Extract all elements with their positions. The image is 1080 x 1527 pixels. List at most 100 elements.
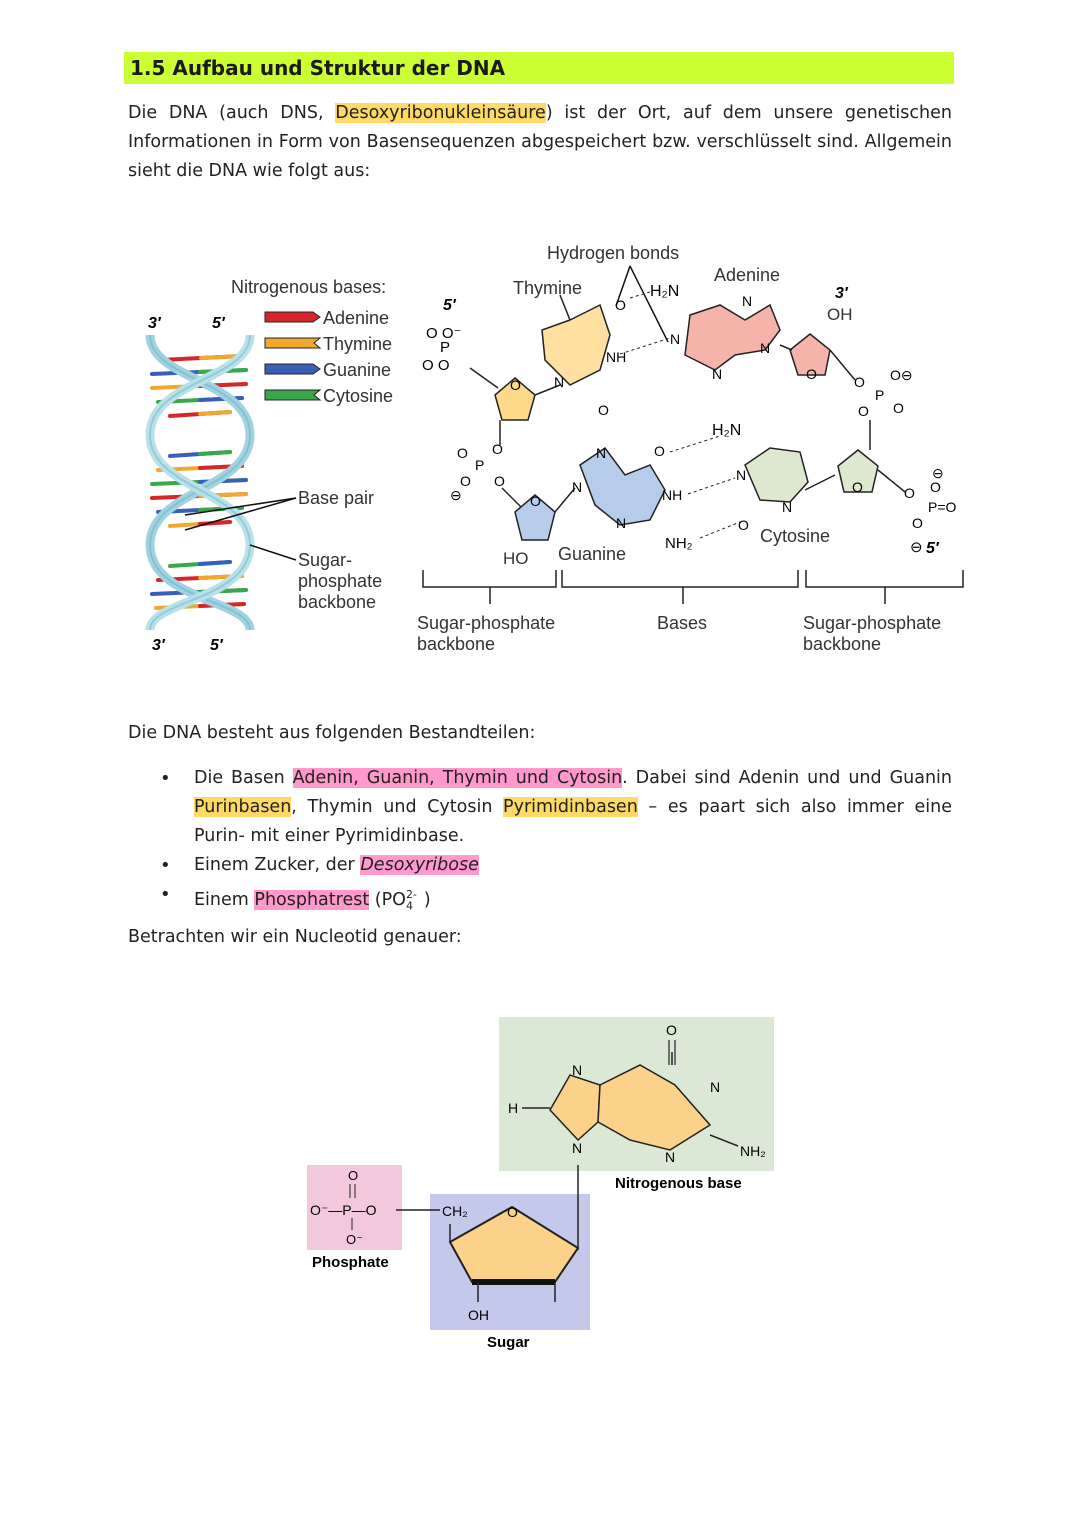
svg-text:O: O xyxy=(738,517,749,533)
base-6-ring xyxy=(597,1064,712,1151)
legend-title: Nitrogenous bases: xyxy=(231,277,386,297)
svg-text:O: O xyxy=(457,445,468,461)
adenine-label: Adenine xyxy=(714,265,780,285)
section-heading: 1.5 Aufbau und Struktur der DNA xyxy=(124,52,954,84)
svg-text:NH: NH xyxy=(662,487,682,503)
cytosine-sugar xyxy=(837,449,879,493)
list-item-phosphate: Einem Phosphatrest (PO42-) xyxy=(128,880,952,920)
svg-text:N: N xyxy=(665,1149,675,1165)
ho-label: HO xyxy=(503,549,529,568)
svg-text:N: N xyxy=(616,515,626,531)
helix-label-3prime-bottom: 3′ xyxy=(152,637,166,654)
svg-text:O: O xyxy=(854,374,865,390)
legend-label-thymine: Thymine xyxy=(323,334,392,354)
top-sugar-left xyxy=(494,377,536,421)
helix-strand-2 xyxy=(145,334,255,631)
svg-text:N: N xyxy=(710,1079,720,1095)
helix-base-pairs xyxy=(150,354,248,610)
svg-text:O: O xyxy=(858,403,869,419)
svg-text:O: O xyxy=(806,366,817,382)
backbone-left-line1: Sugar- xyxy=(298,550,352,570)
heading-text: 1.5 Aufbau und Struktur der DNA xyxy=(130,56,506,80)
svg-text:O: O xyxy=(494,473,505,489)
ch2-label: CH₂ xyxy=(442,1203,468,1219)
phosphate-o-top: O O xyxy=(422,357,450,374)
svg-text:N: N xyxy=(736,467,746,483)
components-list: Die Basen Adenin, Guanin, Thymin und Cyt… xyxy=(128,764,952,920)
backbone-bottom-right-line1: Sugar-phosphate xyxy=(803,613,941,633)
svg-text:⊖: ⊖ xyxy=(450,487,462,503)
svg-text:O: O xyxy=(654,443,665,459)
section2-text: Die DNA besteht aus folgenden Bestandtei… xyxy=(128,723,536,743)
svg-text:P: P xyxy=(475,457,484,473)
list-item-bases: Die Basen Adenin, Guanin, Thymin und Cyt… xyxy=(128,764,952,851)
term-phosphatrest: Phosphatrest xyxy=(254,889,370,910)
svg-text:O: O xyxy=(598,402,609,418)
svg-text:O: O xyxy=(852,479,863,495)
guanine-sugar xyxy=(514,494,556,541)
intro-text-1: Die DNA (auch DNS, xyxy=(128,103,336,123)
helix-label-3prime-top: 3′ xyxy=(148,315,162,332)
svg-text:H₂N: H₂N xyxy=(712,422,741,439)
base-pair-label: Base pair xyxy=(298,488,374,508)
cytosine-label: Cytosine xyxy=(760,526,830,546)
svg-text:O: O xyxy=(507,1204,518,1220)
cytosine-ring xyxy=(744,447,809,503)
nucleotide-figure: O N N N N H NH₂ Nitrogenous base O O⁻—P—… xyxy=(307,1017,774,1351)
svg-text:O: O xyxy=(912,515,923,531)
term-bases: Adenin, Guanin, Thymin und Cytosin xyxy=(292,768,623,788)
phosphate-label: Phosphate xyxy=(312,1254,389,1271)
guanine-label: Guanine xyxy=(558,544,626,564)
oh-label: OH xyxy=(827,305,853,324)
backbone-bottom-left-line1: Sugar-phosphate xyxy=(417,613,555,633)
legend-thymine: Thymine xyxy=(264,334,392,354)
phosphate-background xyxy=(307,1165,402,1250)
svg-text:O: O xyxy=(492,441,503,457)
intro-paragraph: Die DNA (auch DNS, Desoxyribonukleinsäur… xyxy=(128,99,952,186)
bases-label: Bases xyxy=(657,613,707,633)
svg-text:N: N xyxy=(554,374,564,390)
svg-text:N: N xyxy=(572,479,582,495)
phosphate-minus-bottom: ⊖ xyxy=(910,539,923,556)
thymine-ring xyxy=(541,303,611,386)
svg-text:P: P xyxy=(875,387,884,403)
svg-text:N: N xyxy=(760,340,770,356)
svg-text:N: N xyxy=(742,293,752,309)
svg-text:O: O xyxy=(930,479,941,495)
nh2-label: NH₂ xyxy=(740,1143,766,1159)
hydrogen-bonds-label: Hydrogen bonds xyxy=(547,243,679,263)
svg-text:N: N xyxy=(670,331,680,347)
phosphate-p-top: P xyxy=(440,339,450,356)
adenine-ring xyxy=(684,303,781,371)
svg-text:O⊖: O⊖ xyxy=(890,367,913,383)
svg-text:O: O xyxy=(510,377,521,393)
top-sugar-right xyxy=(789,333,831,376)
intro-text-2: ) ist der Ort, auf dem unsere genetische… xyxy=(128,103,952,181)
svg-text:O⁻—P—O: O⁻—P—O xyxy=(310,1202,377,1218)
svg-text:NH: NH xyxy=(606,349,626,365)
term-desoxyribonukleinsaeure: Desoxyribonukleinsäure xyxy=(335,103,546,123)
five-prime-top-label: 5′ xyxy=(443,297,457,314)
term-pyrimidinbasen: Pyrimidinbasen xyxy=(503,797,638,817)
svg-text:N: N xyxy=(782,499,792,515)
svg-text:P=O: P=O xyxy=(928,499,957,515)
svg-text:N: N xyxy=(596,445,606,461)
term-desoxyribose: Desoxyribose xyxy=(360,855,479,875)
legend-label-guanine: Guanine xyxy=(323,360,391,380)
five-prime-bottom-label: 5′ xyxy=(926,540,940,557)
backbone-bottom-left-line2: backbone xyxy=(417,634,495,654)
phosphate-top-left: O O⁻ xyxy=(426,325,461,342)
svg-text:H: H xyxy=(508,1100,518,1116)
oh-sugar-label: OH xyxy=(468,1307,489,1323)
helix-label-5prime-bottom: 5′ xyxy=(210,637,224,654)
svg-text:O: O xyxy=(893,400,904,416)
nitrogenous-base-label: Nitrogenous base xyxy=(615,1175,742,1192)
section3-text: Betrachten wir ein Nucleotid genauer: xyxy=(128,927,462,947)
list-item-sugar: Einem Zucker, der Desoxyribose xyxy=(128,851,952,880)
svg-text:⊖: ⊖ xyxy=(932,465,944,481)
svg-text:O⁻: O⁻ xyxy=(346,1232,363,1247)
svg-text:O: O xyxy=(460,473,471,489)
sugar-label: Sugar xyxy=(487,1334,530,1351)
backbone-bottom-right-line2: backbone xyxy=(803,634,881,654)
backbone-left-line3: backbone xyxy=(298,592,376,612)
